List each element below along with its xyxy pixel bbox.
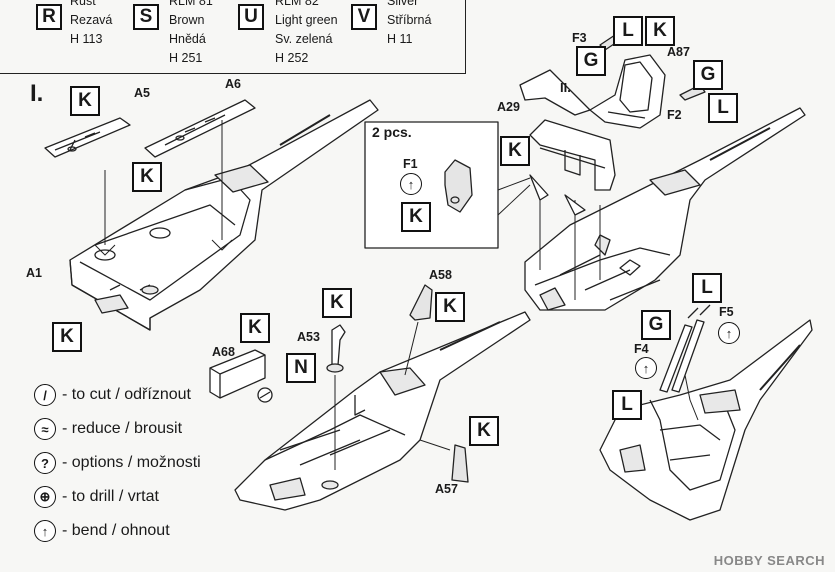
legend-row-options: ? - options / možnosti [34, 446, 201, 480]
options-icon: ? [34, 452, 56, 474]
badge-l-f5: L [692, 273, 722, 303]
section-two-label: II. [560, 80, 571, 95]
legend-text-drill: - to drill / vrtat [62, 488, 159, 505]
color-s-line-2: Brown [169, 13, 205, 27]
color-code-r: R [36, 4, 62, 30]
color-code-s: S [133, 4, 159, 30]
badge-l-f2: L [708, 93, 738, 123]
part-a53-drawing [326, 324, 346, 470]
step-heading: I. [30, 80, 44, 107]
badge-k-f3: K [645, 16, 675, 46]
seat-panel-drawing [519, 69, 591, 116]
part-a6-drawing [144, 99, 256, 158]
symbol-legend: / - to cut / odříznout ≈ - reduce / brou… [34, 378, 201, 548]
label-a1: A1 [26, 266, 42, 280]
right-top-cockpit [524, 107, 806, 311]
reduce-icon: ≈ [34, 418, 56, 440]
badge-g-f4: G [641, 310, 671, 340]
color-s-line-1: RLM 81 [169, 0, 213, 8]
left-cockpit-tub [69, 99, 379, 331]
label-a87: A87 [667, 45, 690, 59]
part-a5-drawing [44, 117, 131, 158]
badge-k-a58: K [435, 292, 465, 322]
color-code-v: V [351, 4, 377, 30]
watermark: HOBBY SEARCH [713, 553, 825, 568]
color-r-line-1: Rust [70, 0, 96, 8]
label-a58: A58 [429, 268, 452, 282]
badge-k-a29: K [500, 136, 530, 166]
strap-drawing [659, 304, 711, 421]
badge-k-tub: K [52, 322, 82, 352]
legend-row-drill: ⊕ - to drill / vrtat [34, 480, 201, 514]
label-f4: F4 [634, 342, 649, 356]
color-v-line-3: H 11 [387, 32, 413, 46]
color-u-line-3: Sv. zelená [275, 32, 333, 46]
color-table [0, 0, 466, 74]
badge-g-f2: G [693, 60, 723, 90]
middle-cockpit-tub [234, 311, 531, 511]
badge-k-f1: K [401, 202, 431, 232]
color-s-line-4: H 251 [169, 51, 203, 65]
color-code-u: U [238, 4, 264, 30]
label-f1: F1 [403, 157, 418, 171]
bend-icon: ↑ [635, 357, 657, 379]
legend-text-options: - options / možnosti [62, 454, 201, 471]
label-a53: A53 [297, 330, 320, 344]
color-v-line-2: Stříbrná [387, 13, 432, 27]
color-s-line-3: Hnědá [169, 32, 206, 46]
label-f3: F3 [572, 31, 587, 45]
color-u-line-4: H 252 [275, 51, 309, 65]
badge-l-f3: L [613, 16, 643, 46]
legend-text-reduce: - reduce / brousit [62, 420, 183, 437]
badge-k-a5: K [70, 86, 100, 116]
label-a6: A6 [225, 77, 241, 91]
inset-box [364, 121, 531, 249]
label-a29: A29 [497, 100, 520, 114]
part-a68-drawing [209, 349, 273, 403]
drill-icon: ⊕ [34, 486, 56, 508]
color-u-line-1: RLM 82 [275, 0, 319, 8]
label-a5: A5 [134, 86, 150, 100]
part-a58-drawing [409, 284, 433, 321]
label-f5: F5 [719, 305, 734, 319]
bend-icon: ↑ [718, 322, 740, 344]
badge-k-a68: K [240, 313, 270, 343]
cut-icon: / [34, 384, 56, 406]
legend-text-bend: - bend / ohnout [62, 522, 170, 539]
legend-text-cut: - to cut / odříznout [62, 386, 191, 403]
bend-icon: ↑ [400, 173, 422, 195]
right-bottom-cockpit [599, 319, 813, 521]
badge-g-f3: G [576, 46, 606, 76]
badge-n-a53: N [286, 353, 316, 383]
part-a29-drawing [529, 119, 616, 191]
color-v-line-1: Silver [387, 0, 419, 8]
label-f2: F2 [667, 108, 682, 122]
legend-row-reduce: ≈ - reduce / brousit [34, 412, 201, 446]
pcs-note: 2 pcs. [372, 124, 412, 140]
badge-k-a1: K [132, 162, 162, 192]
legend-row-cut: / - to cut / odříznout [34, 378, 201, 412]
color-r-line-3: H 113 [70, 32, 103, 46]
label-a68: A68 [212, 345, 235, 359]
badge-l-bottom: L [612, 390, 642, 420]
label-a57: A57 [435, 482, 458, 496]
badge-k-a57: K [469, 416, 499, 446]
part-a87-drawing [589, 54, 666, 129]
badge-k-a53: K [322, 288, 352, 318]
color-r-line-2: Rezavá [70, 13, 113, 27]
part-a57-drawing [451, 444, 469, 483]
legend-row-bend: ↑ - bend / ohnout [34, 514, 201, 548]
color-u-line-2: Light green [275, 13, 338, 27]
bend-icon: ↑ [34, 520, 56, 542]
